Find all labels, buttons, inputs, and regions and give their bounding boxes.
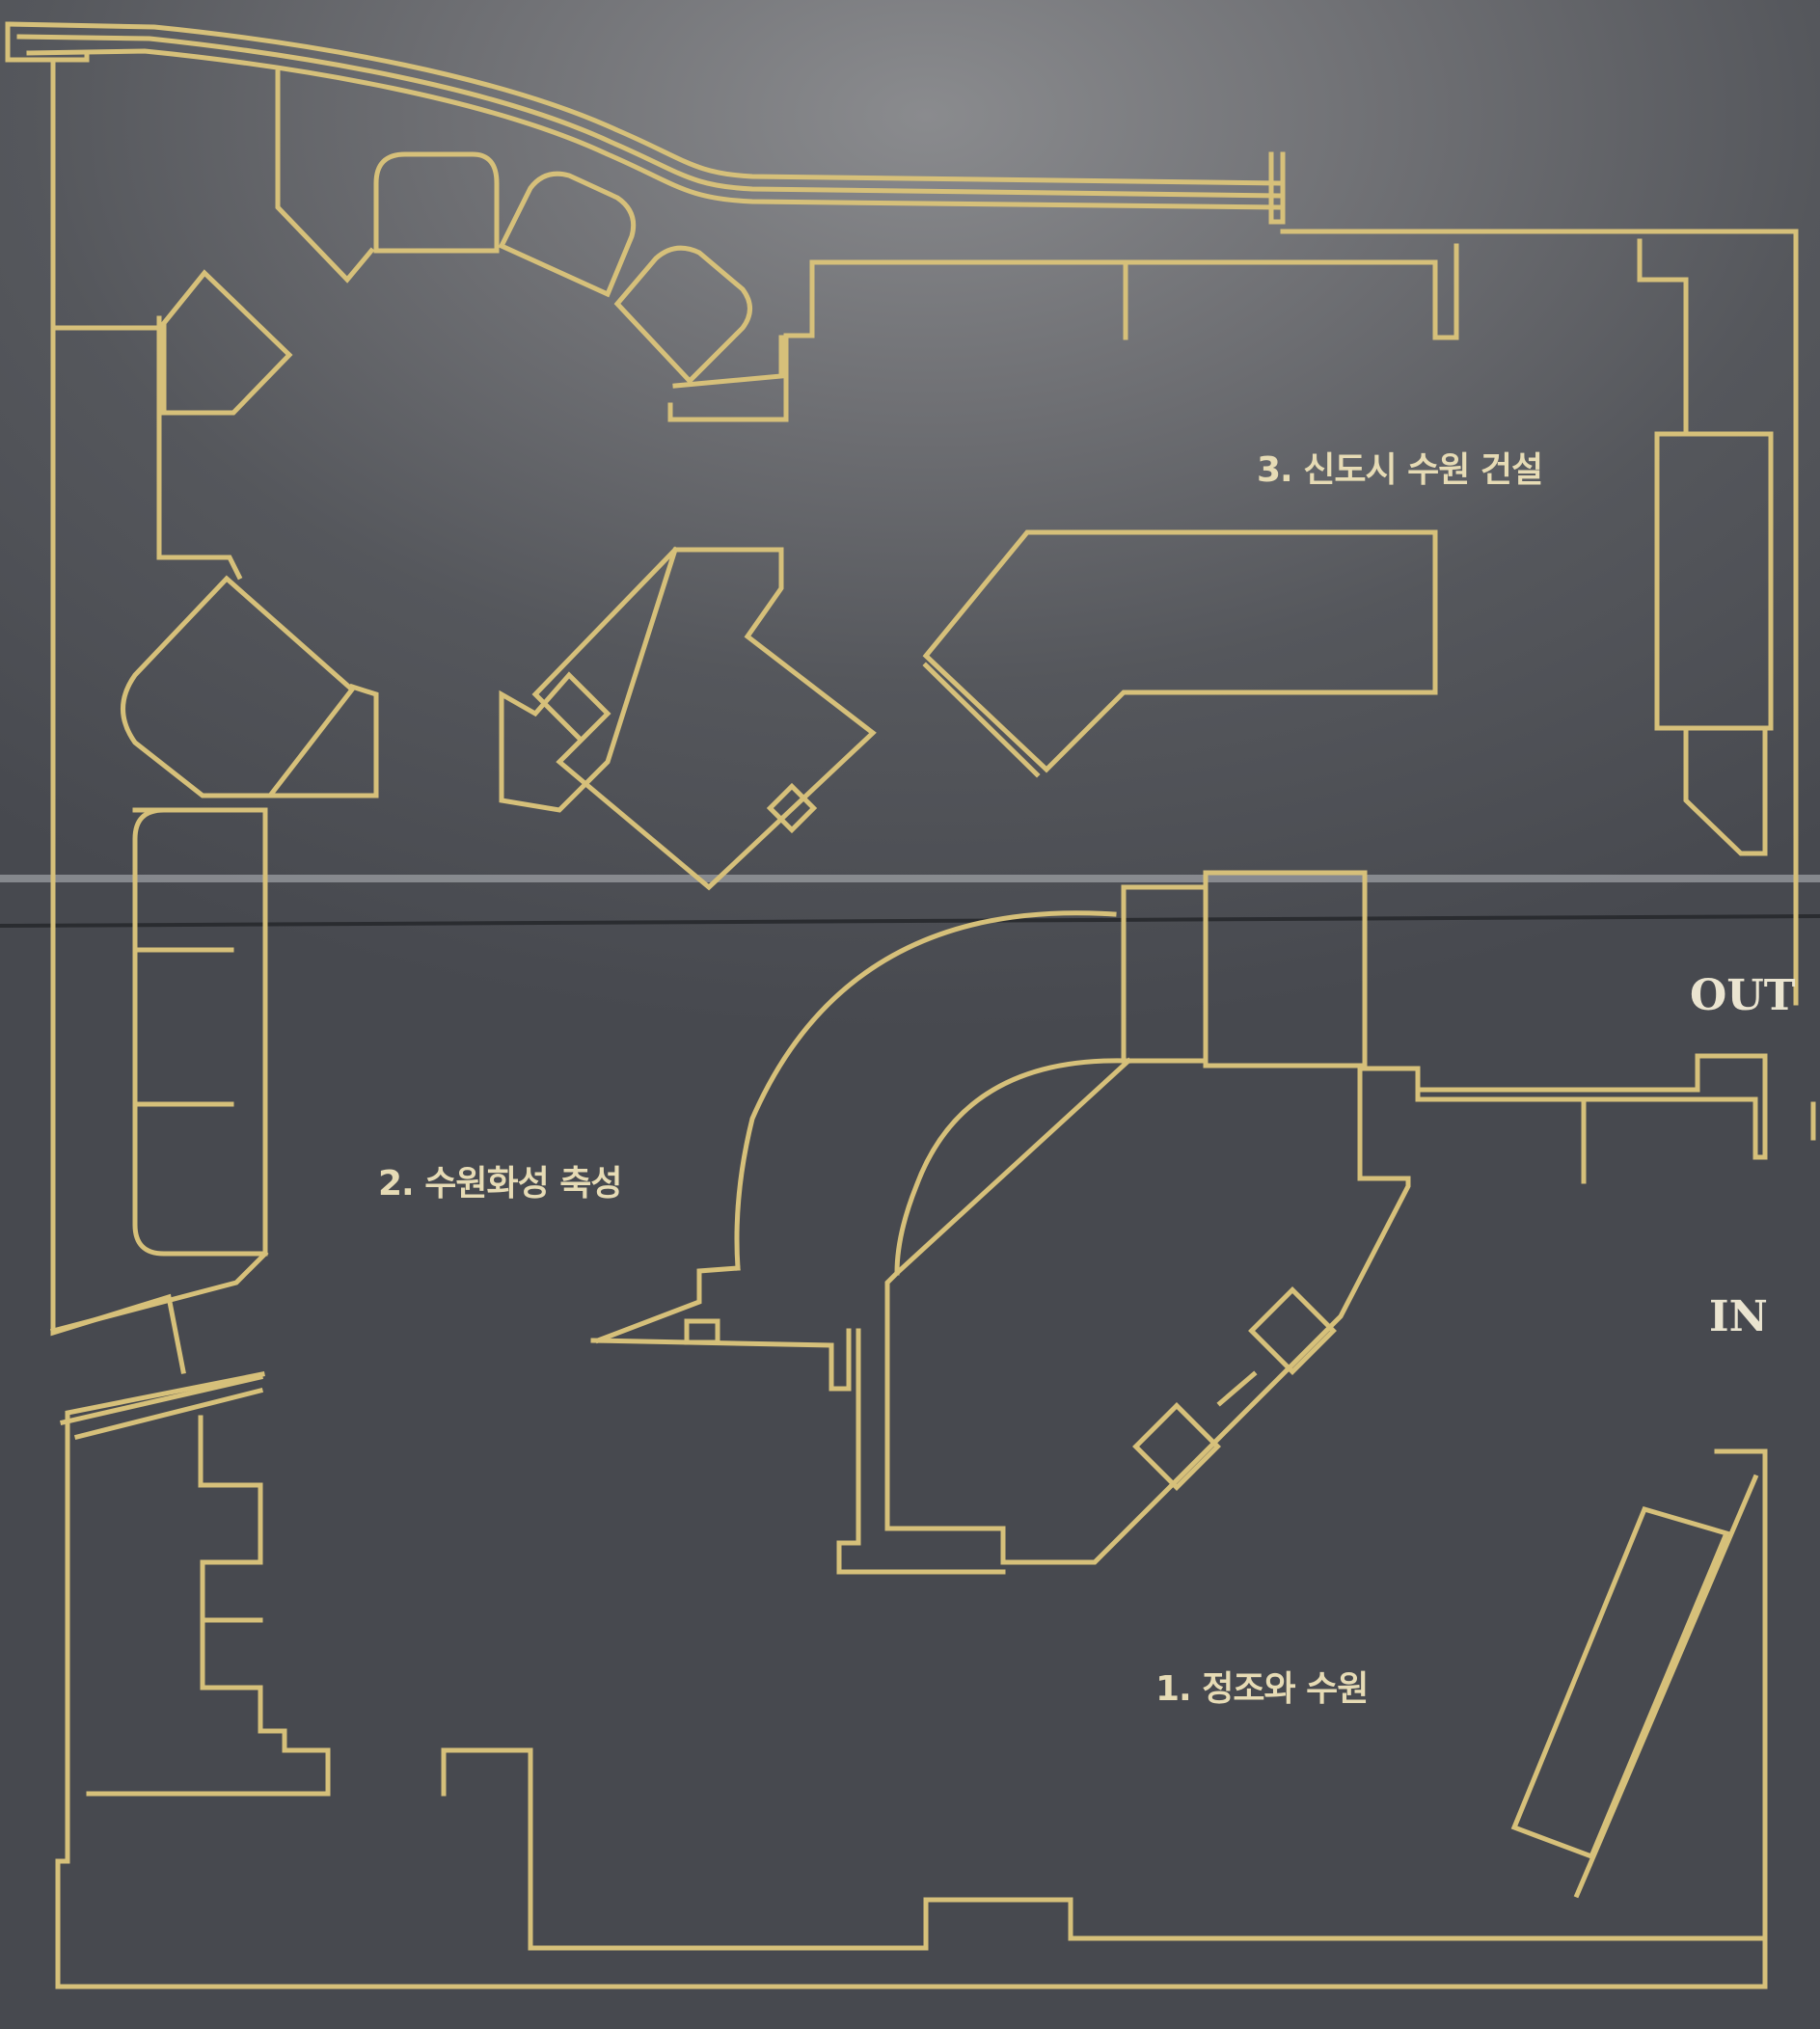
alcove-base-wall (672, 335, 784, 389)
display-case-diamond-1 (1248, 1286, 1337, 1375)
display-case-rounded-side (267, 683, 379, 798)
center-block-a (1121, 884, 1209, 1064)
alcove-2 (498, 171, 637, 298)
outer-wall-right (1280, 229, 1799, 1006)
display-case-diamond-2 (1132, 1402, 1221, 1491)
center-block-b (1203, 870, 1368, 1069)
outer-wall-right-upper (1637, 238, 1689, 432)
alcove-1 (373, 151, 500, 254)
zone1-enclosure-inner (836, 1328, 1006, 1575)
lower-left-wall-1 (60, 1374, 263, 1425)
display-case-pentagon (161, 269, 293, 416)
curved-corridor-wall-inner (26, 48, 1281, 210)
zone3-wall-top (783, 243, 1459, 340)
left-partition-vertical (156, 315, 243, 581)
zone3-counter (922, 529, 1438, 773)
ramp-base-wall (594, 1265, 741, 1344)
zone1-angled-case-rail (1573, 1474, 1759, 1899)
lower-left-steps (86, 1415, 331, 1797)
zone1-angled-case (1510, 1505, 1730, 1860)
zone3-counter-edge (922, 662, 1041, 778)
diamond-connector (1216, 1370, 1258, 1407)
lower-left-wall-2 (73, 1387, 264, 1441)
corridor-start-cap (5, 21, 90, 63)
ramp-post (684, 1318, 720, 1345)
zone-label-1: 1. 정조와 수원 (1155, 1669, 1369, 1709)
zone3-right-case (1654, 431, 1774, 731)
left-niche-upper (132, 807, 268, 1257)
zone3-right-case-lower (1683, 725, 1768, 856)
zone-label-3: 3. 신도시 수원 건설 (1257, 450, 1543, 490)
zone1-enclosure (884, 1053, 1768, 1565)
outer-wall-left (50, 57, 186, 1374)
bottom-room-wall (441, 1747, 1768, 1951)
zone1-enclosure-steps (829, 1328, 852, 1392)
zone-label-2: 2. 수원화성 축성 (378, 1164, 623, 1204)
curved-corridor-wall-mid (16, 34, 1281, 199)
upper-left-partition (275, 69, 375, 284)
exit-label: OUT (1690, 971, 1796, 1020)
corridor-end-cap (1268, 151, 1286, 225)
alcove-3 (613, 245, 752, 385)
curved-corridor-wall-outer (7, 21, 1281, 186)
entrance-label: IN (1709, 1292, 1768, 1341)
display-case-rounded (121, 575, 356, 798)
outer-wall-bottom-left (55, 1371, 1768, 1989)
central-display-block (499, 547, 877, 891)
curved-ramp-outer (734, 910, 1117, 1271)
panel-crack (0, 914, 1820, 928)
central-display-marker (766, 782, 818, 834)
central-display-inner (531, 546, 679, 742)
left-niche-bottom (49, 1250, 269, 1335)
curved-ramp-inner (894, 1058, 1131, 1276)
zone2-zone3-divider (667, 335, 789, 422)
